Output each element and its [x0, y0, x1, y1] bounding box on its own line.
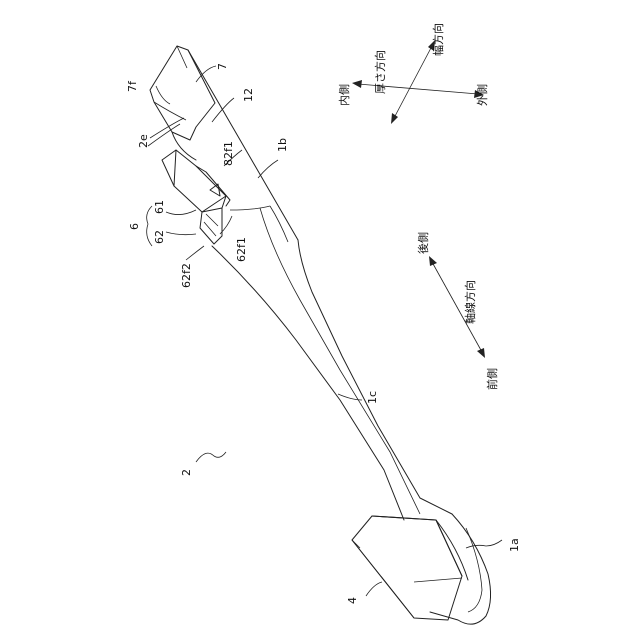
label-recess: 12 [242, 88, 255, 102]
label-outer-side: 外側 [476, 84, 489, 106]
label-tip-end: 1a [508, 538, 521, 552]
direction-legend: 厚さ方向 幅方向 内側 外側 後側 軸線方向 前側 [337, 23, 499, 390]
tool-body-outline [150, 46, 491, 624]
label-width-direction: 幅方向 [431, 23, 445, 56]
label-rear-part: 1b [276, 138, 289, 152]
tip-end-outline [430, 514, 491, 624]
label-face-82f1: 82f1 [222, 141, 235, 166]
label-face-62f2: 62f2 [180, 263, 193, 288]
label-joint-lower: 62 [153, 230, 166, 244]
label-shaft: 1c [366, 391, 379, 404]
label-front-side: 前側 [485, 368, 499, 390]
shaft-ridge [260, 208, 420, 514]
label-inner-side: 内側 [337, 84, 351, 106]
label-head-block: 4 [346, 597, 359, 604]
shaft-edge-upper [298, 240, 452, 514]
label-thickness-direction: 厚さ方向 [373, 50, 387, 94]
label-rear-side: 後側 [416, 232, 430, 254]
label-face-62f1: 62f1 [235, 237, 248, 262]
shaft-edge-lower [212, 246, 404, 520]
label-joint: 6 [128, 223, 141, 230]
joint-block [162, 150, 230, 244]
leader-lines [147, 66, 502, 596]
label-edge-face: 2e [137, 134, 150, 148]
label-joint-upper: 61 [153, 200, 166, 214]
reference-labels: 7 7f 12 2e 82f1 1b 6 61 62 62f1 62f2 1c … [126, 63, 521, 604]
label-tool-body: 2 [180, 469, 193, 476]
label-plate: 7 [216, 63, 229, 70]
label-plate-edge: 7f [126, 80, 139, 92]
label-axial-direction: 軸線方向 [463, 280, 477, 324]
head-block [352, 516, 468, 620]
